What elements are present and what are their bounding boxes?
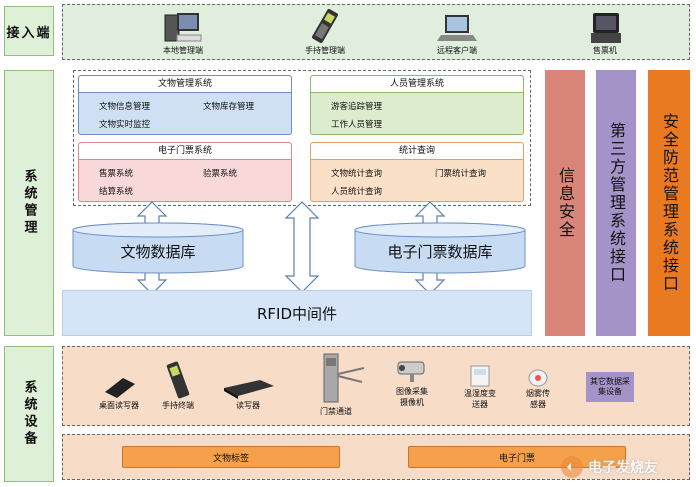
layer-label-devices: 系统设备 xyxy=(4,346,54,482)
personnel-mgmt-title: 人员管理系统 xyxy=(311,76,523,93)
desktop-computer-icon xyxy=(164,13,202,42)
field-device-label: 读写器 xyxy=(236,401,260,410)
relic-mgmt-item: 文物信息管理 xyxy=(99,102,151,112)
stats-item: 人员统计查询 xyxy=(331,187,383,197)
info-security-bar: 信息安全 xyxy=(545,70,585,336)
field-device-smoke: 烟雾传感器 xyxy=(510,368,566,410)
stats-system: 统计查询 文物统计查询 门票统计查询 人员统计查询 xyxy=(310,142,524,202)
field-device-label: 手持终端 xyxy=(162,401,194,410)
access-device-local: 本地管理端 xyxy=(143,11,223,56)
ticket-db-label: 电子门票数据库 xyxy=(387,242,493,261)
watermark-logo-icon xyxy=(561,456,583,478)
database-cylinder-icon xyxy=(354,222,526,274)
field-device-temp-humidity: 温湿度变送器 xyxy=(452,364,508,410)
access-band: 本地管理端 手持管理端 远程客户端 售票机 xyxy=(62,4,690,60)
eticket-tag-label: 电子门票 xyxy=(498,453,535,464)
turnstile-gate-icon xyxy=(323,353,365,403)
access-device-label: 远程客户端 xyxy=(437,46,477,55)
field-device-label: 图像采集摄像机 xyxy=(396,387,428,407)
personnel-mgmt-item: 工作人员管理 xyxy=(331,120,383,130)
relic-mgmt-item: 文物库存管理 xyxy=(203,102,255,112)
layer-label-access: 接入端 xyxy=(4,6,54,56)
layer-label-management: 系统管理 xyxy=(4,70,54,336)
ticket-database: 电子门票数据库 xyxy=(354,222,526,274)
rfid-reader-icon xyxy=(224,380,274,399)
info-security-label: 信息安全 xyxy=(556,167,575,239)
access-device-label: 手持管理端 xyxy=(305,46,345,55)
access-device-remote: 远程客户端 xyxy=(417,11,497,56)
access-device-label: 售票机 xyxy=(593,46,617,55)
stats-title: 统计查询 xyxy=(311,143,523,160)
access-device-label: 本地管理端 xyxy=(163,46,203,55)
watermark-text: 电子发烧友 xyxy=(588,460,658,476)
personnel-mgmt-system: 人员管理系统 游客追踪管理 工作人员管理 xyxy=(310,75,524,135)
eticket-item: 结算系统 xyxy=(99,187,134,197)
field-device-camera: 图像采集摄像机 xyxy=(384,356,440,408)
stats-item: 门票统计查询 xyxy=(435,169,487,179)
relic-database: 文物数据库 xyxy=(72,222,244,274)
third-party-label: 第三方管理系统接口 xyxy=(607,122,626,284)
relic-tag-label: 文物标签 xyxy=(212,453,249,464)
third-party-interface-bar: 第三方管理系统接口 xyxy=(596,70,636,336)
relic-mgmt-title: 文物管理系统 xyxy=(79,76,291,93)
access-device-handheld: 手持管理端 xyxy=(285,7,365,56)
relic-mgmt-system: 文物管理系统 文物信息管理 文物库存管理 文物实时监控 xyxy=(78,75,292,135)
camera-icon xyxy=(397,361,425,382)
watermark: 电子发烧友 xyxy=(560,452,692,482)
security-prevention-interface-bar: 安全防范管理系统接口 xyxy=(648,70,690,336)
field-device-label: 其它数据采集设备 xyxy=(590,377,630,396)
relic-tag: 文物标签 xyxy=(122,446,340,468)
eticket-system: 电子门票系统 售票系统 验票系统 结算系统 xyxy=(78,142,292,202)
card-reader-icon xyxy=(105,378,135,398)
field-device-label: 桌面读写器 xyxy=(99,401,139,410)
relic-mgmt-item: 文物实时监控 xyxy=(99,120,151,130)
field-device-reader: 读写器 xyxy=(212,376,284,411)
field-device-label: 门禁通道 xyxy=(320,407,352,416)
field-device-label: 烟雾传感器 xyxy=(526,389,550,409)
field-device-label: 温湿度变送器 xyxy=(464,389,496,409)
rfid-middleware: RFID中间件 xyxy=(62,290,532,336)
laptop-icon xyxy=(437,15,477,41)
sensor-box-icon xyxy=(470,365,490,387)
field-device-desktop-reader: 桌面读写器 xyxy=(88,374,150,411)
stats-item: 文物统计查询 xyxy=(331,169,383,179)
field-device-handheld: 手持终端 xyxy=(150,360,206,411)
database-cylinder-icon xyxy=(72,222,244,274)
field-device-other: 其它数据采集设备 xyxy=(586,372,634,402)
access-device-ticket: 售票机 xyxy=(565,11,645,56)
field-devices-band xyxy=(62,346,690,426)
eticket-title: 电子门票系统 xyxy=(79,143,291,160)
handheld-terminal-icon xyxy=(312,9,338,43)
eticket-item: 验票系统 xyxy=(203,169,238,179)
security-prevention-label: 安全防范管理系统接口 xyxy=(660,113,679,293)
middleware-label: RFID中间件 xyxy=(256,304,338,323)
double-arrow-icon xyxy=(284,201,320,293)
field-device-gate: 门禁通道 xyxy=(296,350,376,417)
personnel-mgmt-item: 游客追踪管理 xyxy=(331,102,383,112)
eticket-item: 售票系统 xyxy=(99,169,134,179)
ticket-machine-icon xyxy=(591,13,621,43)
handheld-terminal-icon xyxy=(166,361,190,399)
relic-db-label: 文物数据库 xyxy=(120,242,196,261)
smoke-detector-icon xyxy=(528,369,548,387)
